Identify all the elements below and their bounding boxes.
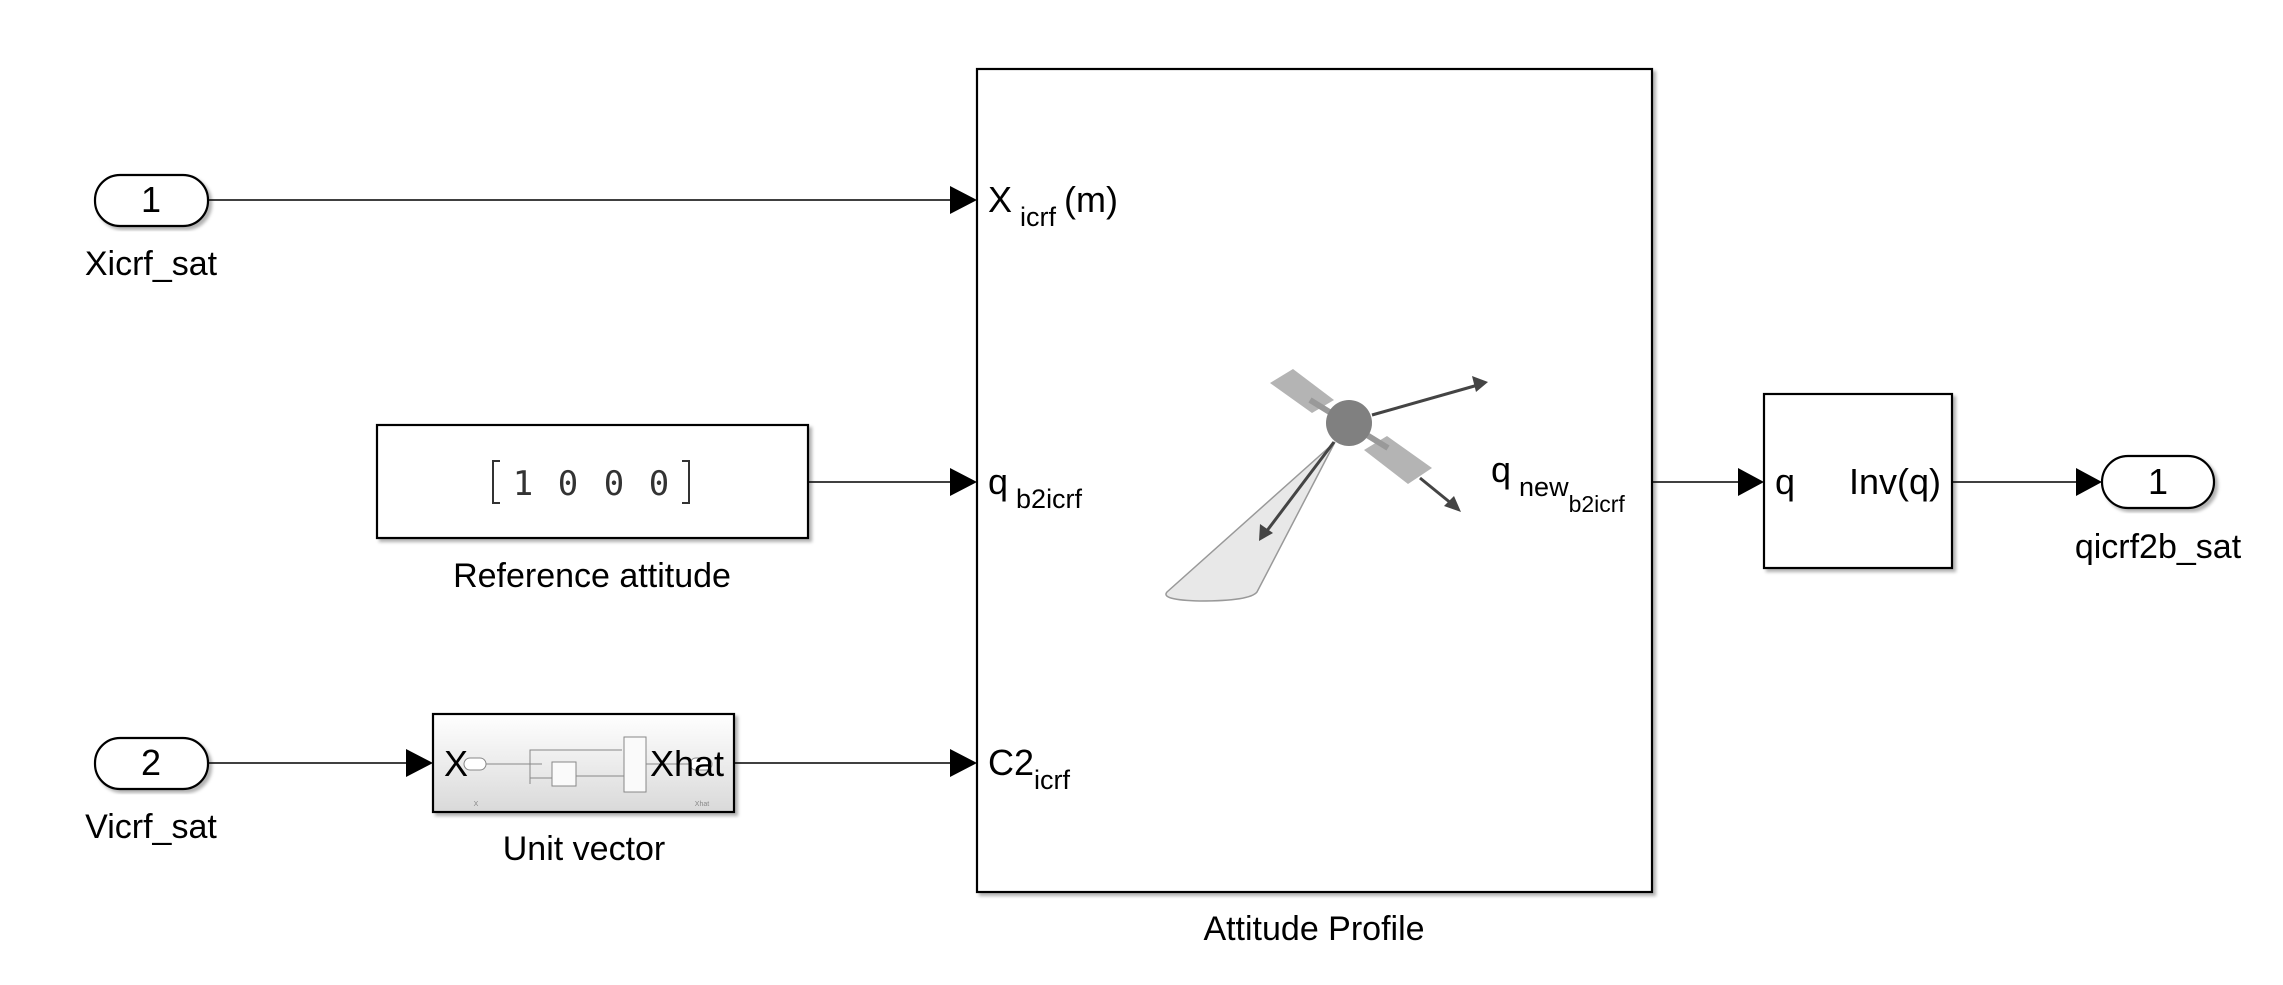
outport-1-number: 1 (2148, 461, 2168, 502)
signal-line-qb2icrf[interactable] (808, 468, 977, 496)
quaternion-inverse-block[interactable]: q Inv(q) (1762, 392, 1954, 570)
unit-vector-in-port-label: X (444, 743, 468, 784)
constant-value-2: 0 (558, 464, 578, 504)
inverse-in-port-label: q (1775, 461, 1795, 502)
signal-line-vicrf[interactable] (208, 749, 433, 777)
unit-vector-subsystem-block[interactable]: X Xhat X Xhat (431, 712, 736, 814)
reference-attitude-label[interactable]: Reference attitude (453, 557, 731, 595)
signal-line-c2icrf[interactable] (734, 749, 977, 777)
inport-1-block[interactable]: 1 (93, 173, 210, 228)
input-port-c2icrf-label: C2icrf (988, 742, 1071, 795)
attitude-profile-label[interactable]: Attitude Profile (1203, 910, 1424, 948)
reference-attitude-constant-block[interactable]: 1 0 0 0 (375, 423, 810, 540)
signal-line-qinv[interactable] (1952, 468, 2102, 496)
inner-outport-label: Xhat (695, 801, 709, 808)
signal-line-qnew[interactable] (1652, 468, 1764, 496)
constant-value-3: 0 (604, 464, 624, 504)
unit-vector-out-port-label: Xhat (650, 743, 724, 784)
inport-2-number: 2 (141, 742, 161, 783)
inport-2-block[interactable]: 2 (93, 736, 210, 791)
signal-line-xicrf[interactable] (208, 186, 977, 214)
inport-1-number: 1 (141, 179, 161, 220)
inner-inport-label: X (474, 801, 479, 808)
matrix-bracket-icon (492, 460, 690, 504)
constant-value-1: 1 (513, 464, 533, 504)
inverse-out-port-label: Inv(q) (1849, 461, 1941, 502)
satellite-icon (1165, 369, 1488, 602)
subsystem-preview-icon (463, 736, 713, 793)
outport-1-block[interactable]: 1 (2100, 454, 2216, 510)
constant-value-4: 0 (649, 464, 669, 504)
unit-vector-label[interactable]: Unit vector (503, 830, 666, 868)
outport-1-label[interactable]: qicrf2b_sat (2075, 528, 2242, 566)
inport-2-label[interactable]: Vicrf_sat (85, 808, 217, 846)
inport-1-label[interactable]: Xicrf_sat (85, 245, 218, 283)
